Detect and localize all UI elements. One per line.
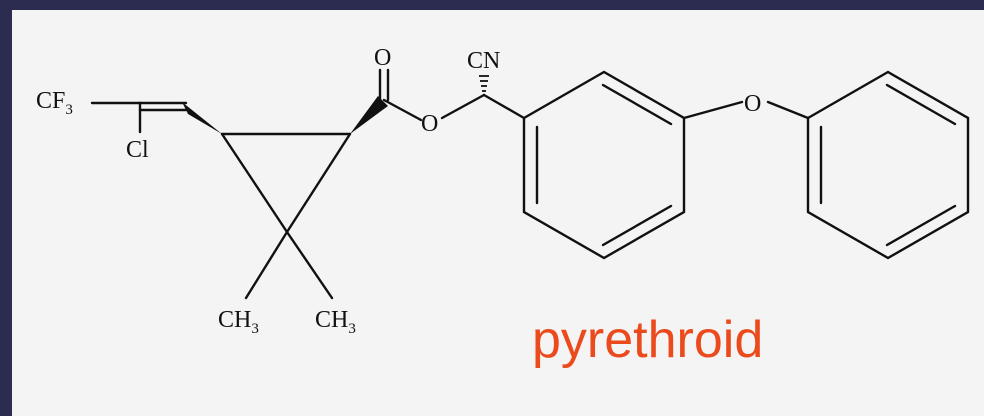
pyrethroid-caption: pyrethroid [532, 311, 763, 369]
ring1-double-2 [601, 83, 673, 126]
cf3-label: CF3 [36, 88, 73, 118]
benzene-ring-2 [806, 70, 970, 260]
cl-label: Cl [126, 137, 149, 163]
bonds [90, 68, 970, 300]
cyano-label: CN [467, 48, 500, 74]
bond-methyl-left [244, 230, 289, 300]
bond-c-o-ester [382, 98, 423, 122]
bond-ring3-right [285, 132, 352, 234]
bond-methyl-right [285, 230, 334, 300]
methyl-left-label: CH3 [218, 307, 259, 337]
slide-panel [12, 10, 984, 416]
methyl-right-label: CH3 [315, 307, 356, 337]
ether-oxygen-label: O [744, 91, 761, 117]
bond-ring3-left [220, 132, 289, 234]
bond-o-ring2 [766, 100, 810, 120]
ester-oxygen-label: O [421, 111, 438, 137]
ring2-double-2 [885, 204, 957, 247]
bond-o-ch [440, 93, 486, 120]
hashed-bond-cn [479, 75, 489, 92]
carbonyl-oxygen-label: O [374, 45, 391, 71]
wedge-bond-ester [350, 96, 388, 134]
bond-ring1-o [682, 100, 744, 120]
benzene-ring-1 [522, 70, 686, 260]
ring1-double-3 [601, 204, 673, 247]
wedge-bond-vinyl [182, 102, 222, 134]
ring2-double-1 [885, 83, 957, 126]
bond-ch-ring [482, 93, 526, 120]
